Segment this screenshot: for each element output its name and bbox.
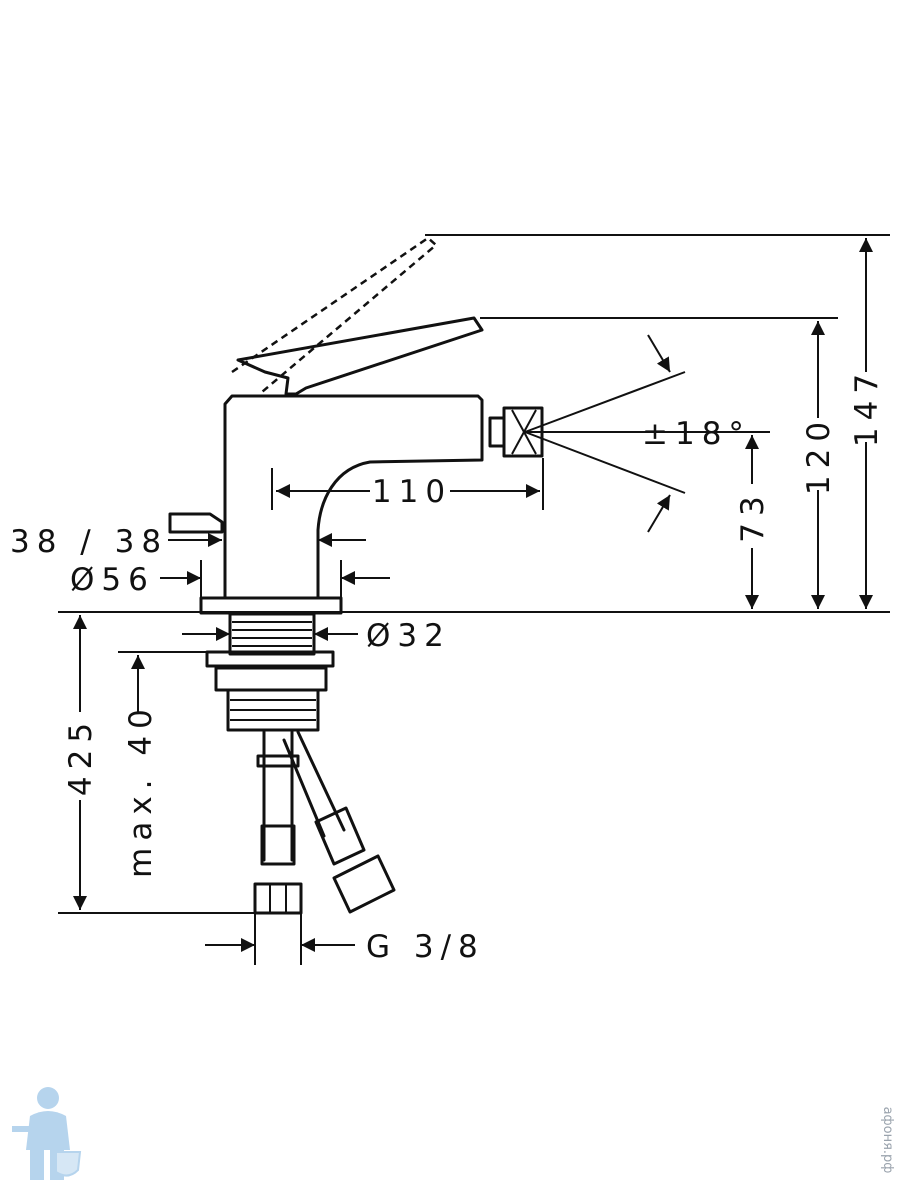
plumber-mascot-icon [12, 1087, 82, 1180]
watermark: афоня.рф [12, 1087, 895, 1180]
reference-lines [58, 234, 890, 914]
mounting-nut [205, 650, 335, 668]
hose-straight-nut [253, 882, 303, 915]
hose-angled-ferrule [314, 806, 366, 866]
label-110: 110 [372, 474, 452, 510]
dimension-labels: 147 120 73 110 ±18° 38 / 38 Ø56 Ø32 425 … [10, 367, 885, 965]
mounting-washer [214, 666, 328, 692]
hose-angled-nut [332, 854, 396, 914]
lower-thread [226, 688, 320, 732]
label-shank-diameter: Ø32 [366, 618, 451, 654]
hose-straight-ferrule [260, 824, 296, 866]
lever-open-outline [231, 236, 438, 393]
label-120: 120 [801, 415, 837, 495]
spout-collar [488, 416, 506, 448]
watermark-text: афоня.рф [880, 1107, 895, 1174]
label-drain-rod: 38 / 38 [10, 524, 168, 560]
label-thread: G 3/8 [366, 929, 485, 965]
hose-straight [262, 730, 294, 862]
faucet-body [168, 236, 544, 915]
faucet-main-body [223, 394, 484, 600]
spout-nozzle [502, 406, 544, 458]
lever-handle [236, 316, 484, 396]
base-plate [199, 596, 343, 615]
hose-straight-clamp [256, 754, 300, 768]
label-max-40: max. 40 [123, 702, 159, 878]
dimension-lines [73, 238, 873, 965]
label-base-diameter: Ø56 [70, 562, 155, 598]
label-147: 147 [849, 367, 885, 447]
threaded-shank [228, 612, 316, 656]
drain-rod-knob [168, 512, 224, 534]
label-angle: ±18° [642, 416, 751, 452]
label-425: 425 [63, 716, 99, 796]
label-73: 73 [735, 489, 771, 542]
